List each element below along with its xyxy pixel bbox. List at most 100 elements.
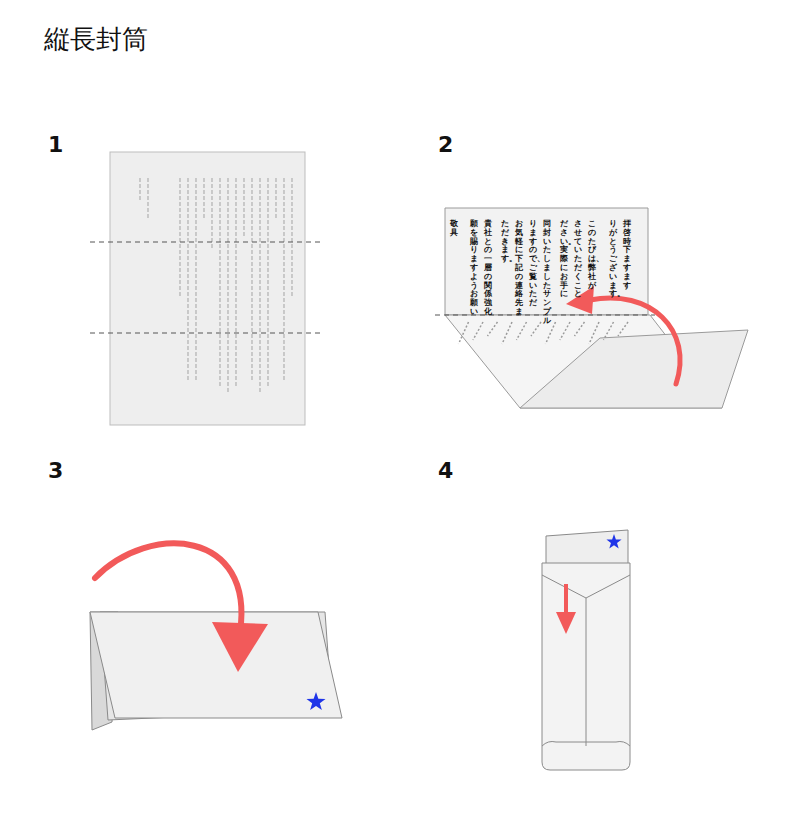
text-stroke [187,274,188,278]
text-stroke [283,226,284,230]
envelope-bottom-flap [542,742,630,747]
text-stroke [291,208,292,212]
text-stroke [251,214,252,218]
text-stroke [235,310,236,314]
text-stroke [187,298,188,302]
text-stroke [267,376,268,380]
text-stroke [267,382,268,386]
text-stroke [283,334,284,338]
text-stroke [219,214,220,218]
text-stroke [291,214,292,218]
text-stroke [219,202,220,206]
text-stroke [291,268,292,272]
text-stroke [459,322,469,344]
text-stroke [219,310,220,314]
text-stroke [473,322,483,340]
text-stroke [179,274,180,278]
envelope [542,563,630,770]
text-stroke [251,322,252,326]
text-stroke [275,196,276,200]
text-stroke [259,346,260,350]
text-stroke [227,388,228,392]
letter-column: りがとうございます。 [609,220,617,299]
text-stroke [243,214,244,218]
arrow-head [212,622,268,672]
text-stroke [283,184,284,188]
text-stroke [235,232,236,236]
text-stroke [235,280,236,284]
text-stroke [291,202,292,206]
text-stroke [259,268,260,272]
slanted-text-texture [459,322,629,344]
text-stroke [259,250,260,254]
text-stroke [219,346,220,350]
text-stroke [517,322,527,340]
text-stroke [235,316,236,320]
text-stroke [259,388,260,392]
text-stroke [235,190,236,194]
text-stroke [267,262,268,266]
text-stroke [203,184,204,188]
text-stroke [219,352,220,356]
text-stroke [560,322,570,340]
letter-column: ださい。実際にお手に [560,220,568,299]
text-stroke [227,322,228,326]
text-stroke [227,208,228,212]
text-stroke [187,226,188,230]
text-stroke [259,214,260,218]
text-stroke [267,298,268,302]
text-stroke [147,178,148,182]
text-stroke [211,232,212,236]
text-stroke [219,208,220,212]
text-stroke [243,220,244,224]
text-stroke [187,190,188,194]
text-stroke [251,208,252,212]
text-stroke [251,274,252,278]
text-stroke [195,196,196,200]
text-stroke [235,268,236,272]
text-stroke [227,376,228,380]
text-stroke [251,376,252,380]
text-stroke [187,316,188,320]
text-stroke [227,340,228,344]
text-stroke [235,346,236,350]
text-stroke [203,214,204,218]
text-stroke [219,244,220,248]
text-stroke [227,316,228,320]
text-stroke [259,232,260,236]
letter-column: 拝啓 時下ますます [623,220,631,290]
text-stroke [219,376,220,380]
text-stroke [195,274,196,278]
text-stroke [259,238,260,242]
text-stroke [235,370,236,374]
text-stroke [283,322,284,326]
text-stroke [147,184,148,188]
folded-flap [520,330,748,408]
letter-text-texture [140,178,292,392]
text-stroke [291,286,292,290]
text-stroke [195,250,196,254]
text-stroke [187,256,188,260]
text-stroke [259,298,260,302]
text-stroke [259,184,260,188]
text-stroke [219,220,220,224]
text-stroke [259,202,260,206]
text-stroke [227,346,228,350]
text-stroke [187,310,188,314]
text-stroke [187,292,188,296]
text-stroke [235,184,236,188]
text-stroke [243,196,244,200]
text-stroke [235,262,236,266]
text-stroke [251,226,252,230]
text-stroke [251,238,252,242]
text-stroke [291,292,292,296]
text-stroke [211,226,212,230]
text-stroke [219,268,220,272]
text-stroke [259,364,260,368]
text-stroke [195,304,196,308]
text-stroke [283,196,284,200]
text-stroke [195,268,196,272]
text-stroke [267,334,268,338]
text-stroke [235,256,236,260]
text-stroke [187,178,188,182]
